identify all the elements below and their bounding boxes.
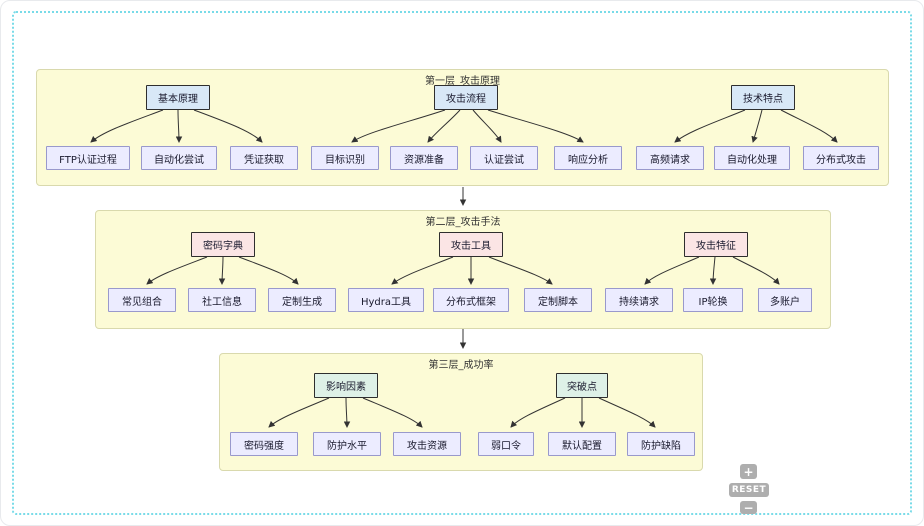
child-node: 自动化处理 (714, 146, 790, 170)
child-node: 凭证获取 (230, 146, 298, 170)
zoom-in-button[interactable]: + (740, 464, 757, 479)
child-node: 定制脚本 (524, 288, 592, 312)
parent-node: 密码字典 (191, 232, 255, 257)
child-node: Hydra工具 (348, 288, 424, 312)
reset-button[interactable]: RESET (729, 483, 769, 497)
child-node: 高频请求 (636, 146, 704, 170)
parent-node: 攻击工具 (439, 232, 503, 257)
child-node: 防护水平 (313, 432, 381, 456)
parent-node: 攻击特征 (684, 232, 748, 257)
child-node: 分布式框架 (433, 288, 509, 312)
child-node: 分布式攻击 (803, 146, 879, 170)
child-node: 响应分析 (554, 146, 622, 170)
layer3-title: 第三层_成功率 (428, 360, 494, 371)
layer2-title: 第二层_攻击手法 (425, 217, 501, 228)
parent-node: 技术特点 (731, 85, 795, 110)
child-node: 持续请求 (605, 288, 673, 312)
child-node: IP轮换 (683, 288, 743, 312)
child-node: 防护缺陷 (627, 432, 695, 456)
child-node: 自动化尝试 (141, 146, 217, 170)
child-node: 定制生成 (268, 288, 336, 312)
child-node: 多账户 (758, 288, 812, 312)
child-node: 密码强度 (230, 432, 298, 456)
child-node: 资源准备 (390, 146, 458, 170)
child-node: 目标识别 (311, 146, 379, 170)
child-node: 认证尝试 (470, 146, 538, 170)
child-node: 常见组合 (108, 288, 176, 312)
child-node: 社工信息 (188, 288, 256, 312)
parent-node: 基本原理 (146, 85, 210, 110)
layer1-title: 第一层_攻击原理 (425, 76, 500, 87)
child-node: 攻击资源 (393, 432, 461, 456)
parent-node: 攻击流程 (434, 85, 498, 110)
zoom-out-button[interactable]: − (740, 501, 757, 515)
child-node: FTP认证过程 (46, 146, 130, 170)
parent-node: 影响因素 (314, 373, 378, 398)
parent-node: 突破点 (556, 373, 608, 398)
child-node: 弱口令 (478, 432, 534, 456)
child-node: 默认配置 (548, 432, 616, 456)
